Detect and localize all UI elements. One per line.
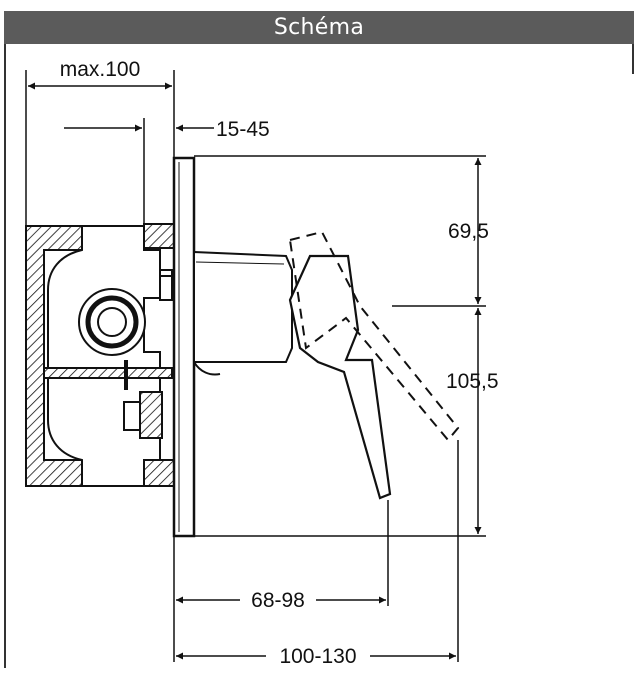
diagram-header: Schéma <box>4 11 634 44</box>
threaded-rod <box>43 367 173 379</box>
diagram-title: Schéma <box>273 15 365 40</box>
frame-right-border <box>632 44 634 74</box>
inner-body <box>47 225 161 487</box>
dim-label-68-98: 68-98 <box>251 589 305 612</box>
dim-label-69-5: 69,5 <box>448 220 489 243</box>
housing-top-right <box>143 223 175 249</box>
outlet-ring-mid <box>85 295 139 349</box>
dim-label-15-45: 15-45 <box>216 118 270 141</box>
dim-label-105-5: 105,5 <box>446 370 499 393</box>
housing-bottom-right <box>143 459 175 487</box>
dim-label-max100: max.100 <box>60 58 141 81</box>
wall-plate <box>172 156 196 538</box>
bolt <box>139 391 163 439</box>
spout-body <box>193 250 293 376</box>
dimension-lines <box>25 70 486 662</box>
frame-left-border <box>4 44 6 668</box>
mixer-body <box>25 223 175 487</box>
dim-label-100-130: 100-130 <box>279 645 356 668</box>
outlet-ring-inner <box>97 307 127 337</box>
lever-dashed <box>288 230 460 442</box>
lever-solid <box>288 254 392 500</box>
